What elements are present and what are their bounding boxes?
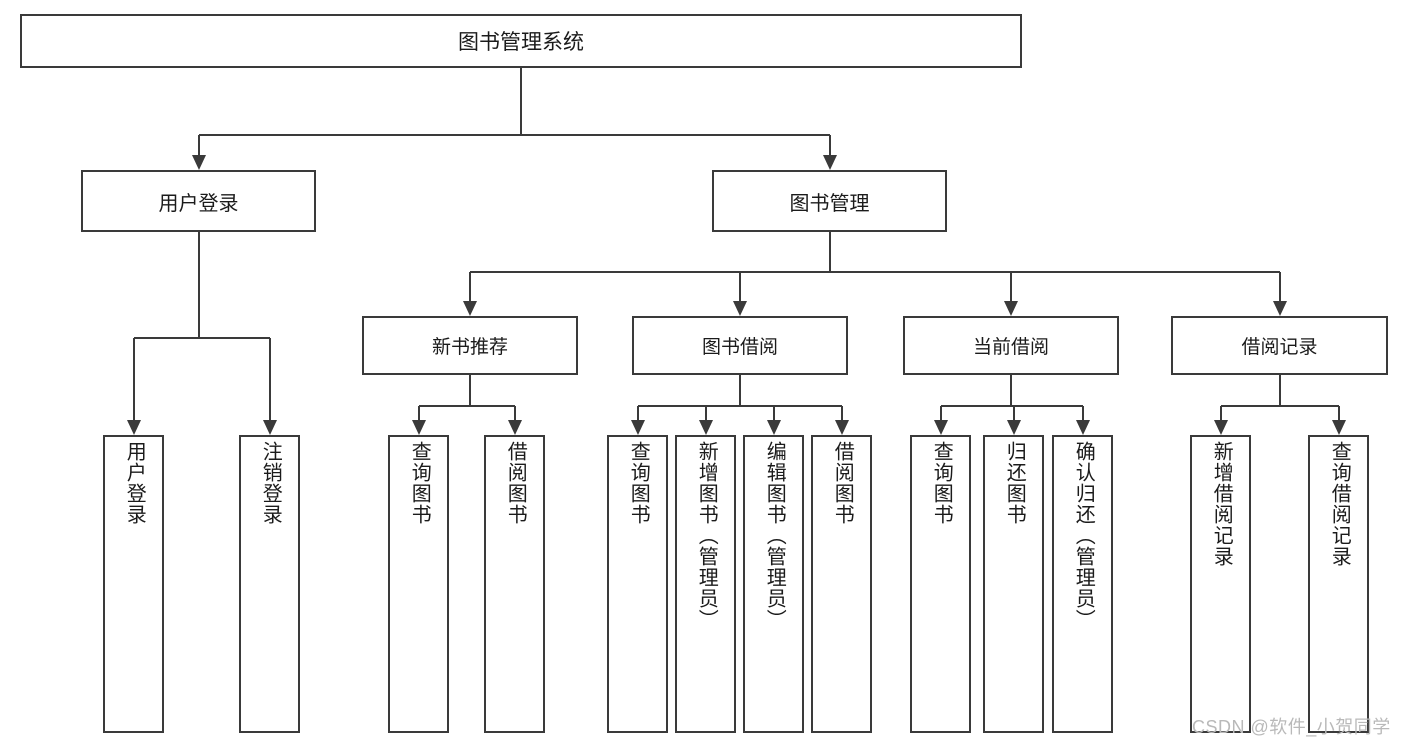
arrowhead-leaf-return-book bbox=[1006, 420, 1021, 435]
arrowhead-leaf-query-book-1 bbox=[411, 420, 426, 435]
arrowhead-leaf-query-record bbox=[1331, 420, 1346, 435]
arrowhead-current-borrow bbox=[1004, 301, 1018, 316]
leaf-logout-label: 注销登录 bbox=[259, 441, 282, 525]
node-new-book-recommend-label: 新书推荐 bbox=[431, 337, 508, 358]
arrowhead-new-book-recommend bbox=[463, 301, 477, 316]
connector-root-bus bbox=[198, 134, 830, 136]
leaf-query-record-label: 查询借阅记录 bbox=[1328, 441, 1351, 567]
leaf-return-book[interactable]: 归还图书 bbox=[983, 435, 1044, 733]
connector-user-login-stem bbox=[197, 232, 200, 338]
leaf-confirm-return[interactable]: 确认归还（管理员） bbox=[1052, 435, 1113, 733]
connector-book-manage-stem bbox=[828, 232, 831, 272]
leaf-edit-book[interactable]: 编辑图书（管理员） bbox=[743, 435, 804, 733]
arrowhead-leaf-add-book bbox=[698, 420, 713, 435]
arrowhead-leaf-borrow-book-2 bbox=[834, 420, 849, 435]
leaf-user-login[interactable]: 用户登录 bbox=[103, 435, 164, 733]
connector-current-borrow-to-leaf-query-book-3 bbox=[939, 406, 942, 420]
connector-user-login-to-leaf-logout bbox=[268, 338, 271, 420]
node-book-borrow[interactable]: 图书借阅 bbox=[632, 316, 848, 375]
connector-book-manage-to-current-borrow bbox=[1010, 272, 1012, 301]
leaf-query-record[interactable]: 查询借阅记录 bbox=[1308, 435, 1369, 733]
arrowhead-user-login bbox=[191, 155, 206, 170]
leaf-return-book-label: 归还图书 bbox=[1003, 441, 1026, 525]
connector-current-borrow-bus bbox=[940, 405, 1083, 407]
leaf-add-book-label: 新增图书（管理员） bbox=[695, 441, 718, 630]
connector-book-manage-to-borrow-record bbox=[1278, 272, 1281, 301]
arrowhead-leaf-edit-book bbox=[766, 420, 781, 435]
arrowhead-leaf-user-login bbox=[126, 420, 141, 435]
arrowhead-borrow-record bbox=[1272, 301, 1287, 316]
connector-new-book-recommend-to-leaf-query-book-1 bbox=[417, 406, 420, 420]
leaf-confirm-return-label: 确认归还（管理员） bbox=[1072, 441, 1095, 630]
node-user-login-label: 用户登录 bbox=[158, 192, 239, 215]
node-current-borrow-label: 当前借阅 bbox=[972, 337, 1049, 358]
arrowhead-book-borrow bbox=[733, 301, 747, 316]
connector-new-book-recommend-bus bbox=[418, 405, 515, 407]
connector-root-to-user-login bbox=[197, 135, 200, 155]
connector-new-book-recommend-to-leaf-borrow-book-1 bbox=[513, 406, 516, 420]
node-root[interactable]: 图书管理系统 bbox=[20, 14, 1022, 68]
node-book-borrow-label: 图书借阅 bbox=[701, 337, 778, 358]
connector-book-manage-to-new-book-recommend bbox=[469, 272, 471, 301]
leaf-add-record[interactable]: 新增借阅记录 bbox=[1190, 435, 1251, 733]
connector-root-stem bbox=[520, 68, 522, 135]
node-current-borrow[interactable]: 当前借阅 bbox=[903, 316, 1119, 375]
leaf-user-login-label: 用户登录 bbox=[123, 441, 146, 525]
connector-current-borrow-to-leaf-return-book bbox=[1012, 406, 1015, 420]
arrowhead-leaf-borrow-book-1 bbox=[507, 420, 522, 435]
arrowhead-leaf-query-book-2 bbox=[630, 420, 645, 435]
leaf-add-record-label: 新增借阅记录 bbox=[1210, 441, 1233, 567]
leaf-query-book-2[interactable]: 查询图书 bbox=[607, 435, 668, 733]
connector-root-to-book-manage bbox=[828, 135, 831, 155]
connector-borrow-record-to-leaf-query-record bbox=[1337, 406, 1340, 420]
connector-book-borrow-to-leaf-query-book-2 bbox=[636, 406, 639, 420]
connector-current-borrow-to-leaf-confirm-return bbox=[1081, 406, 1084, 420]
leaf-query-book-3[interactable]: 查询图书 bbox=[910, 435, 971, 733]
node-borrow-record[interactable]: 借阅记录 bbox=[1171, 316, 1388, 375]
connector-book-borrow-to-leaf-edit-book bbox=[772, 406, 775, 420]
connector-book-borrow-bus bbox=[637, 405, 842, 407]
arrowhead-leaf-logout bbox=[262, 420, 277, 435]
leaf-query-book-3-label: 查询图书 bbox=[930, 441, 953, 525]
connector-user-login-bus bbox=[133, 337, 270, 339]
arrowhead-leaf-confirm-return bbox=[1075, 420, 1090, 435]
leaf-borrow-book-2-label: 借阅图书 bbox=[831, 441, 854, 525]
leaf-query-book-1-label: 查询图书 bbox=[408, 441, 431, 525]
leaf-borrow-book-1-label: 借阅图书 bbox=[504, 441, 527, 525]
node-borrow-record-label: 借阅记录 bbox=[1241, 337, 1318, 358]
connector-user-login-to-leaf-user-login bbox=[132, 338, 135, 420]
connector-new-book-recommend-stem bbox=[469, 375, 471, 406]
connector-book-borrow-to-leaf-borrow-book-2 bbox=[840, 406, 843, 420]
connector-book-manage-to-book-borrow bbox=[739, 272, 741, 301]
csdn-watermark: CSDN @软件_小贺同学 bbox=[1192, 717, 1391, 737]
connector-book-manage-bus bbox=[470, 271, 1280, 273]
arrowhead-book-manage bbox=[822, 155, 837, 170]
arrowhead-leaf-add-record bbox=[1213, 420, 1228, 435]
arrowhead-leaf-query-book-3 bbox=[933, 420, 948, 435]
node-new-book-recommend[interactable]: 新书推荐 bbox=[362, 316, 578, 375]
leaf-borrow-book-1[interactable]: 借阅图书 bbox=[484, 435, 545, 733]
node-book-manage[interactable]: 图书管理 bbox=[712, 170, 947, 232]
connector-borrow-record-bus bbox=[1220, 405, 1339, 407]
leaf-query-book-2-label: 查询图书 bbox=[627, 441, 650, 525]
connector-borrow-record-to-leaf-add-record bbox=[1219, 406, 1222, 420]
leaf-add-book[interactable]: 新增图书（管理员） bbox=[675, 435, 736, 733]
node-user-login[interactable]: 用户登录 bbox=[81, 170, 316, 232]
connector-borrow-record-stem bbox=[1278, 375, 1281, 406]
leaf-query-book-1[interactable]: 查询图书 bbox=[388, 435, 449, 733]
node-root-label: 图书管理系统 bbox=[458, 31, 584, 54]
connector-book-borrow-to-leaf-add-book bbox=[704, 406, 707, 420]
leaf-edit-book-label: 编辑图书（管理员） bbox=[763, 441, 786, 630]
connector-book-borrow-stem bbox=[739, 375, 741, 406]
leaf-logout[interactable]: 注销登录 bbox=[239, 435, 300, 733]
connector-current-borrow-stem bbox=[1010, 375, 1012, 406]
leaf-borrow-book-2[interactable]: 借阅图书 bbox=[811, 435, 872, 733]
node-book-manage-label: 图书管理 bbox=[789, 192, 870, 215]
